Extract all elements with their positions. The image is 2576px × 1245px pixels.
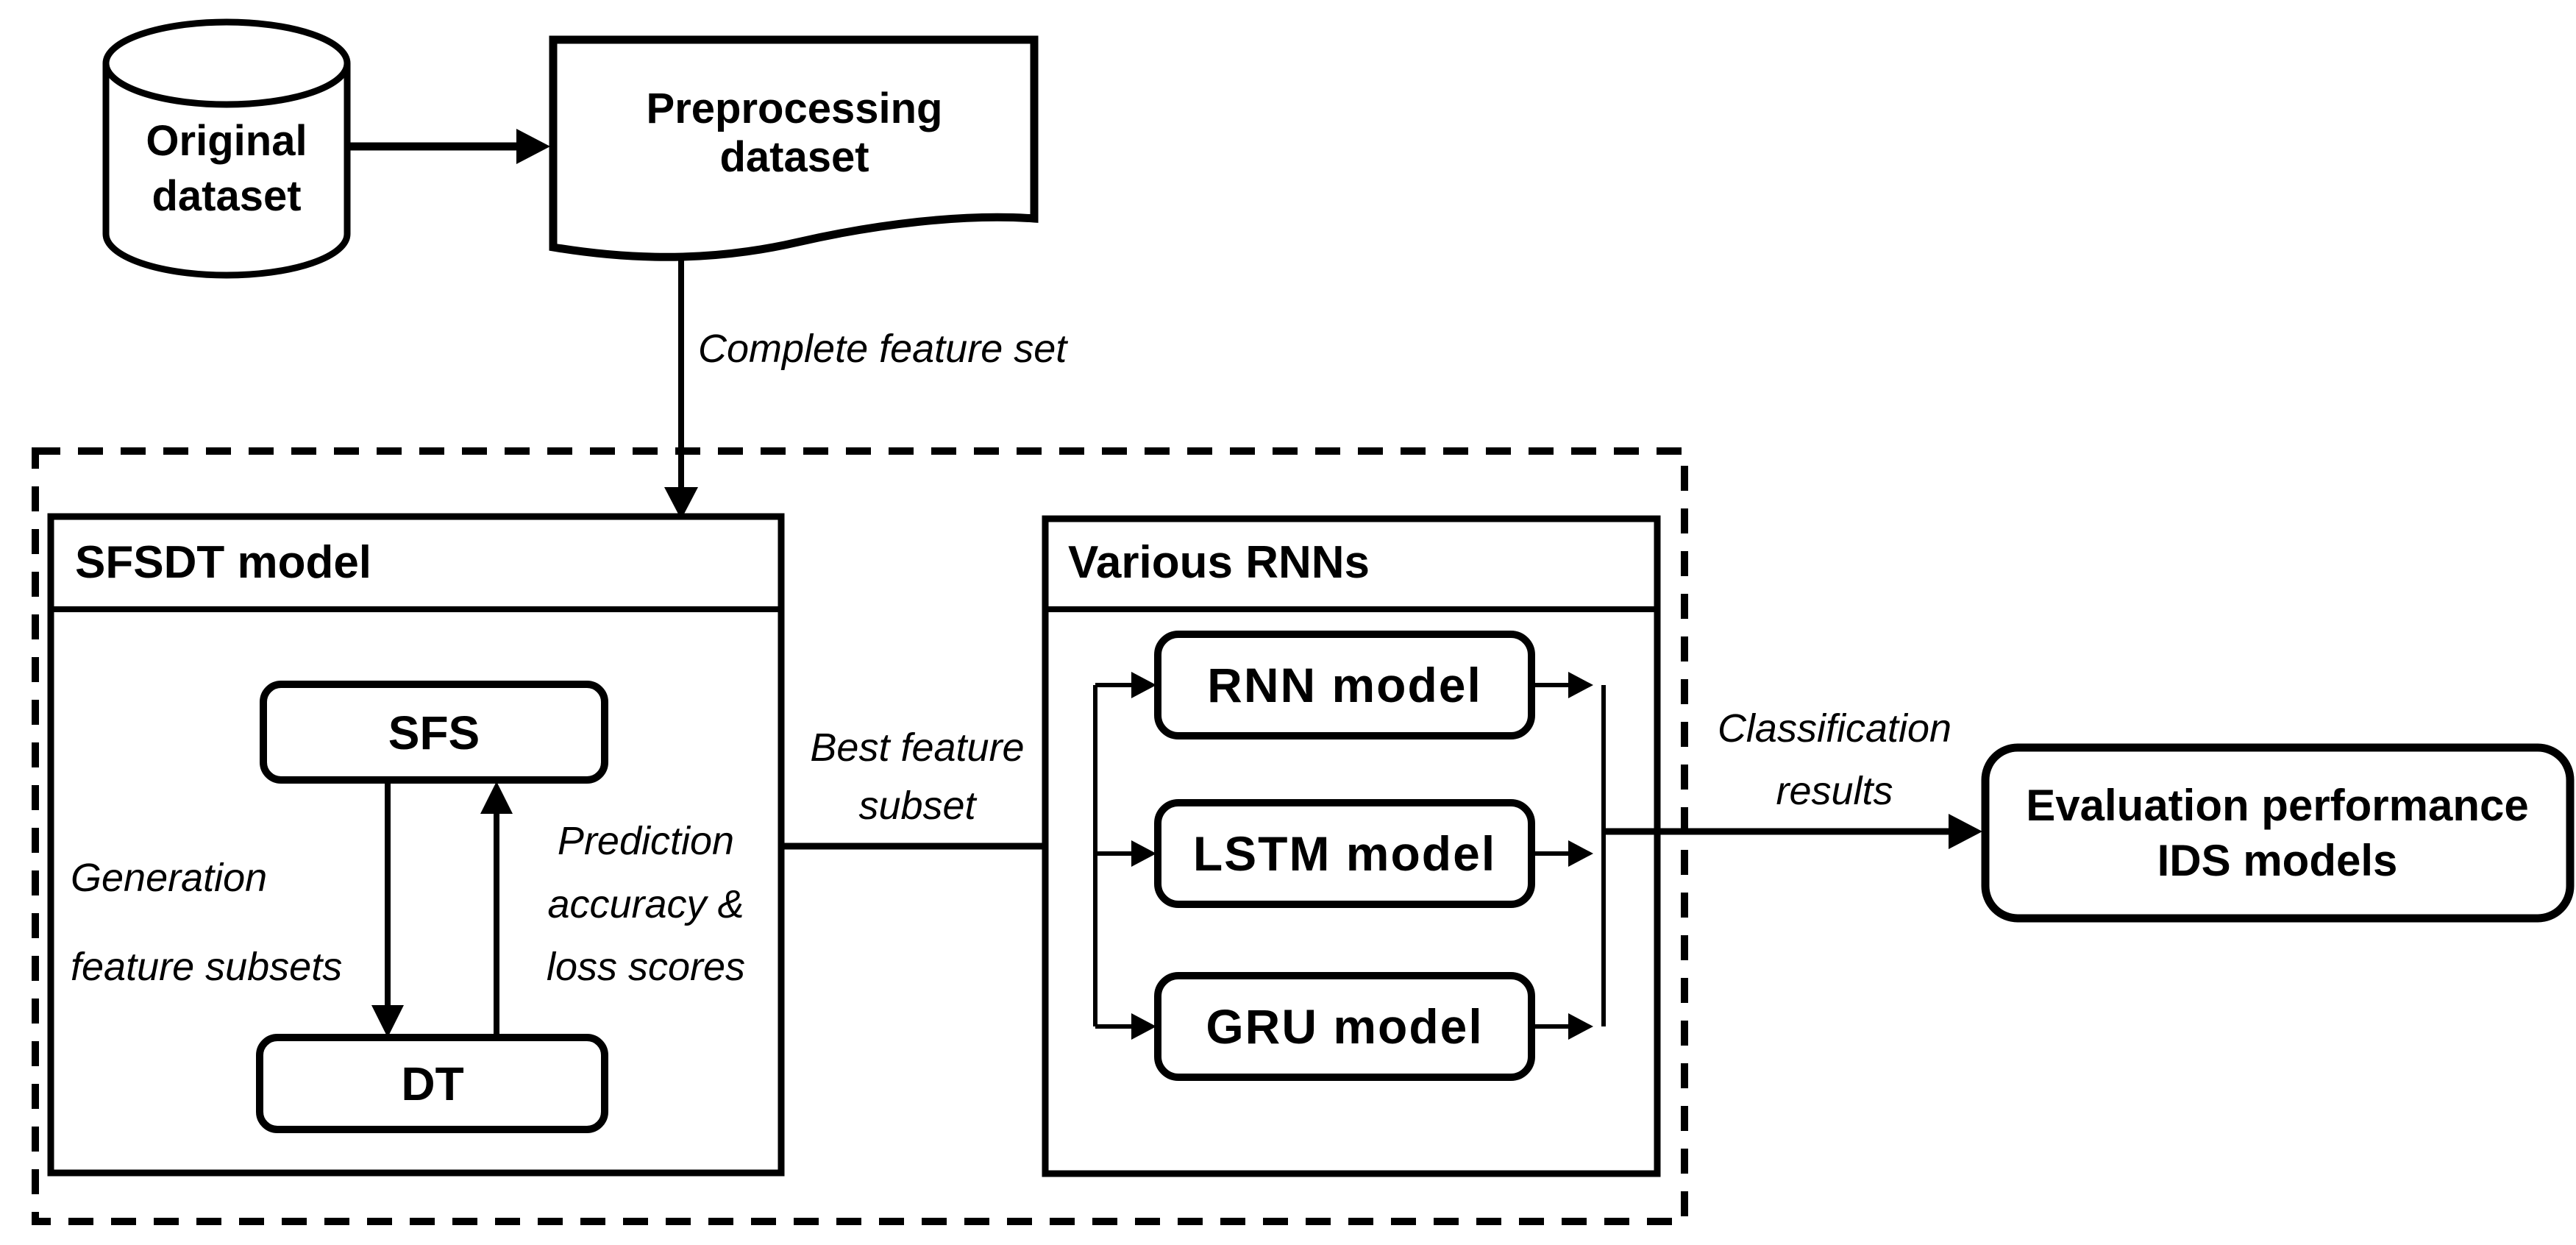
arrowhead-icon (1568, 1013, 1593, 1040)
arrow-sfs-to-dt (371, 780, 404, 1038)
prediction-label-line1: Prediction (557, 819, 735, 863)
arrowhead-icon (1131, 1013, 1156, 1040)
arrowhead-icon (371, 1005, 404, 1038)
database-cylinder-body (102, 63, 351, 279)
gru-model-label: GRU model (1206, 999, 1484, 1054)
classification-results-label-line1: Classification (1717, 706, 1952, 751)
evaluation-label-line1: Evaluation performance (2026, 781, 2529, 830)
rnn-model-label: RNN model (1207, 658, 1482, 712)
classification-results-label-line2: results (1776, 769, 1893, 813)
arrowhead-icon (1949, 814, 1982, 849)
arrow-gru-out (1531, 1013, 1593, 1040)
database-cylinder-top (102, 18, 351, 108)
sfsdt-model-title: SFSDT model (75, 537, 372, 588)
best-feature-subset-label-line2: subset (858, 784, 976, 828)
generation-label-line2: feature subsets (71, 945, 343, 989)
various-rnns-title: Various RNNs (1068, 537, 1370, 588)
document-shape (549, 35, 1039, 261)
arrow-lstm-out (1531, 840, 1593, 867)
arrowhead-icon (1131, 672, 1156, 698)
evaluation-label-line2: IDS models (2157, 836, 2398, 885)
arrow-rnns-to-evaluation (1604, 814, 1982, 849)
arrow-preprocessing-to-sfsdt (664, 260, 698, 519)
arrow-rnn-out (1531, 672, 1593, 698)
arrow-into-gru (1095, 1013, 1156, 1040)
generation-label-line1: Generation (71, 856, 268, 900)
arrow-dt-to-sfs (480, 781, 513, 1038)
original-dataset-label-line1: Original (146, 117, 307, 165)
dt-label: DT (401, 1057, 464, 1110)
preprocessing-dataset-label-line2: dataset (719, 133, 869, 181)
sfs-box (260, 681, 608, 784)
sfs-label: SFS (388, 706, 480, 759)
prediction-label-line3: loss scores (546, 945, 746, 989)
arrowhead-icon (1568, 840, 1593, 867)
best-feature-subset-label-line1: Best feature (810, 726, 1025, 770)
original-dataset-label-line2: dataset (152, 172, 302, 220)
arrowhead-icon (516, 129, 550, 164)
arrowhead-icon (664, 487, 698, 519)
arrow-into-lstm (1095, 840, 1156, 867)
arrowhead-icon (480, 781, 513, 814)
dt-box (256, 1034, 608, 1133)
arrow-into-rnn (1095, 672, 1156, 698)
prediction-label-line2: accuracy & (547, 882, 744, 926)
complete-feature-set-label: Complete feature set (698, 327, 1067, 371)
arrowhead-icon (1568, 672, 1593, 698)
arrow-original-to-preprocessing (347, 129, 550, 164)
lstm-model-label: LSTM model (1192, 826, 1497, 881)
evaluation-box (1981, 743, 2575, 923)
arrowhead-icon (1131, 840, 1156, 867)
dashed-boundary-frame (32, 447, 1688, 1225)
preprocessing-dataset-label-line1: Preprocessing (646, 85, 943, 132)
